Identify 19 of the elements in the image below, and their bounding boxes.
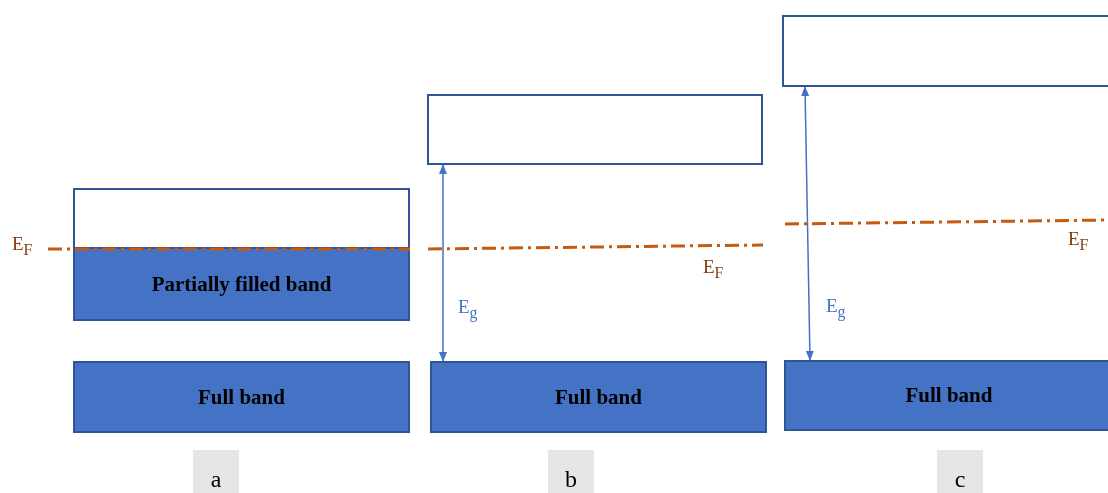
band-label: Full band [198,384,285,410]
double-arrow [439,164,447,362]
empty-band-box [73,188,410,249]
panel-label: a [193,450,239,493]
empty-band-box [782,15,1108,87]
band-label: Full band [555,384,642,410]
partially-filled-band [73,247,410,321]
empty-band-box [427,94,763,165]
fermi-level-label: E$_{F}$ [703,256,724,282]
band-label: Full band [905,383,993,408]
fermi-level-label: E$_{F}$ [12,233,33,259]
full-band-box [430,361,767,433]
panel-label: b [548,450,594,493]
fermi-level-label: E$_{F}$ [1068,228,1089,254]
panel-label: c [937,450,983,493]
full-band-box [784,360,1108,431]
full-band-box [73,361,410,433]
double-arrow [801,86,814,361]
band-label: Partially filled band [151,271,332,297]
